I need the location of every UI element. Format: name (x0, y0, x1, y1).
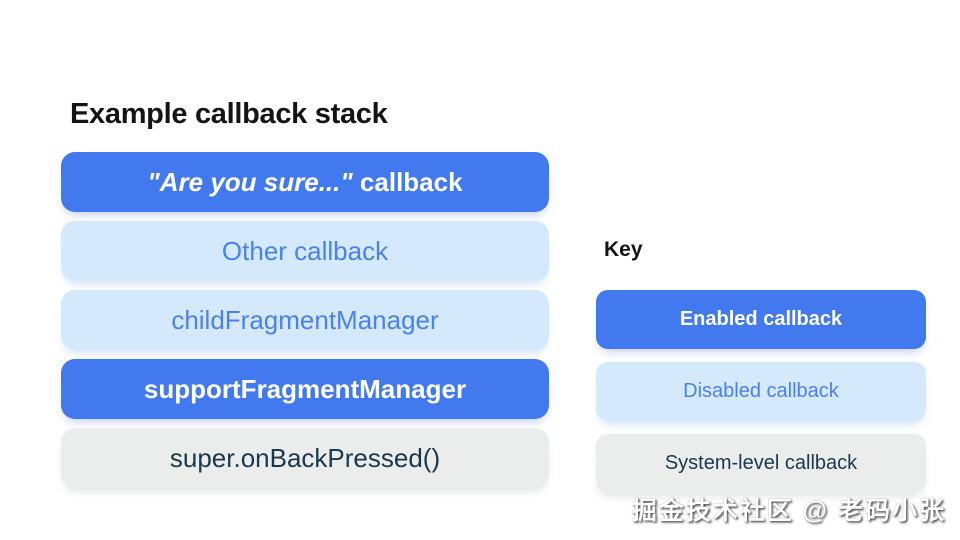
key-item-system-level-callback: System-level callback (596, 434, 926, 493)
stack-item-support-fragment-manager: supportFragmentManager (61, 359, 549, 419)
key-heading: Key (604, 238, 643, 261)
watermark-text: 掘金技术社区 @ 老码小张 (631, 497, 946, 525)
stack-item-label-quoted: "Are you sure..." (147, 166, 353, 197)
stack-item-super-on-back-pressed: super.onBackPressed() (61, 428, 549, 488)
key-item-enabled-callback: Enabled callback (596, 290, 926, 349)
key-legend: Enabled callback Disabled callback Syste… (596, 290, 926, 493)
stack-item-child-fragment-manager: childFragmentManager (61, 290, 549, 350)
stack-item-label-rest: callback (352, 166, 463, 197)
stack-item-other-callback: Other callback (61, 221, 549, 281)
stack-item-are-you-sure-callback: "Are you sure..." callback (61, 152, 549, 212)
key-item-disabled-callback: Disabled callback (596, 362, 926, 421)
callback-stack: "Are you sure..." callback Other callbac… (61, 152, 549, 488)
page-title: Example callback stack (70, 98, 388, 130)
